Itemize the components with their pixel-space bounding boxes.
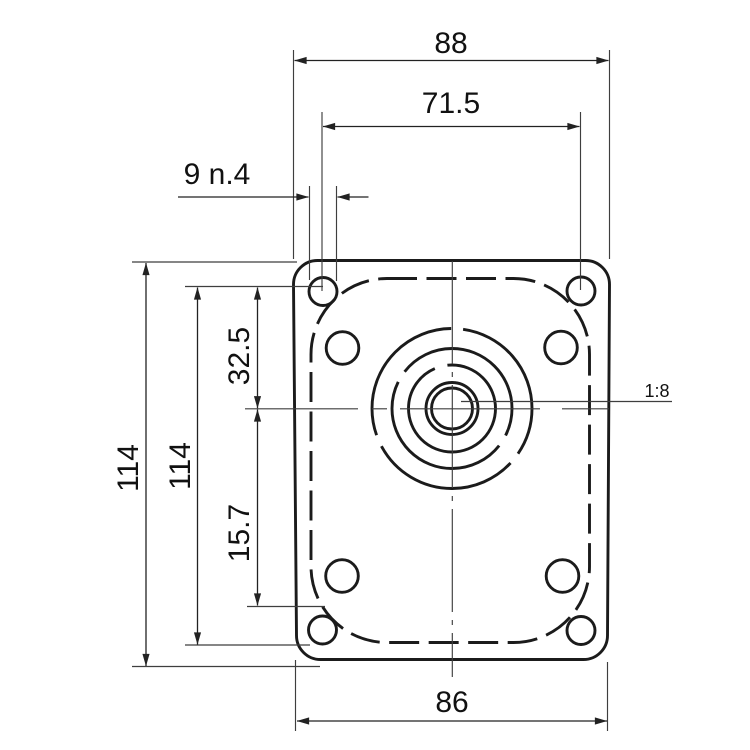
flange-outline: [292, 259, 611, 661]
extension-lines: [132, 50, 611, 731]
bolt-hole-top-left: [307, 276, 339, 307]
dim-label-center-to-bottom-holes: 15.7: [223, 504, 256, 562]
bolt-hole-bottom-left: [307, 614, 338, 646]
bolt-hole-bottom-right: [565, 615, 597, 646]
body-assembly-holes: [324, 329, 581, 594]
pump-body-hidden-outline: [309, 277, 591, 644]
dim-label-hole-note: 9 n.4: [184, 158, 251, 191]
dim-label-bolt-spacing: 71.5: [422, 87, 480, 120]
center-lines: [245, 261, 609, 677]
dimension-inner-height: 114: [164, 287, 202, 645]
dimension-overall-height: 114: [112, 262, 150, 667]
dimension-top-width: 88: [294, 27, 609, 65]
shaft-taper-callout: 1:8: [461, 381, 672, 403]
dim-label-inner-height: 114: [164, 442, 197, 490]
dimension-bolt-spacing: 71.5: [322, 87, 580, 131]
body-hole-top-left: [324, 330, 361, 366]
dim-label-top-width: 88: [434, 27, 467, 60]
dim-label-overall-height: 114: [112, 444, 145, 492]
body-hole-bottom-left: [324, 558, 360, 594]
body-hole-bottom-right: [544, 558, 581, 594]
dimension-center-to-bottom-holes: 15.7: [223, 409, 262, 606]
dimension-bolt-hole-diameter: 9 n.4: [178, 158, 369, 201]
dim-label-bottom-width: 86: [435, 686, 468, 719]
taper-label: 1:8: [644, 381, 669, 401]
body-hole-top-right: [543, 329, 579, 366]
dimension-top-holes-to-center: 32.5: [223, 287, 262, 409]
dim-label-top-holes-to-center: 32.5: [223, 327, 256, 385]
dimension-bottom-width: 86: [296, 686, 608, 725]
flange-outline-group: [292, 259, 611, 661]
